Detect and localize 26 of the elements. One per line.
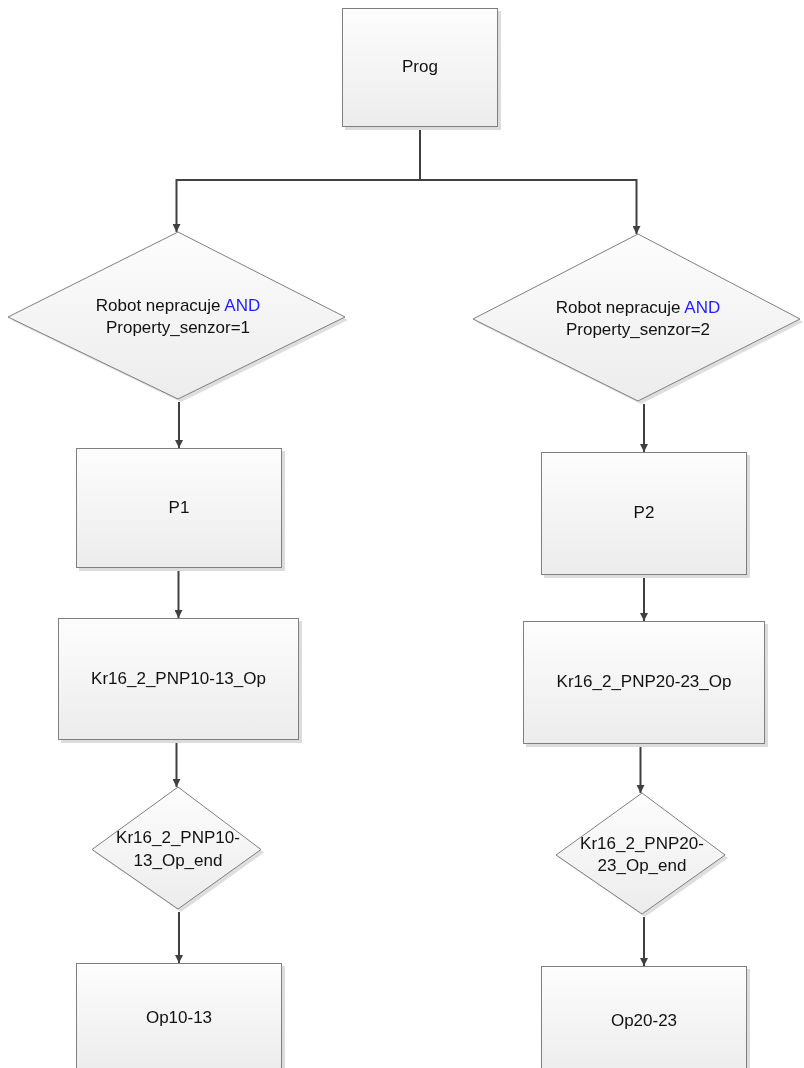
condition-text: Kr16_2_PNP10-13_Op_end	[115, 827, 241, 872]
arrow	[640, 916, 648, 967]
decision-diamond	[556, 793, 728, 917]
step-label: Op20-23	[610, 1009, 678, 1032]
process-box	[76, 448, 282, 568]
condition-text: Kr16_2_PNP20-23_Op_end	[579, 832, 705, 877]
arrow	[175, 401, 183, 449]
decision-diamond	[473, 234, 803, 404]
process-box	[58, 618, 299, 740]
arrow	[640, 403, 648, 453]
condition-text: Robot nepracuje AND Property_senzor=2	[554, 296, 722, 341]
step-label: Prog	[402, 56, 438, 79]
condition-text: Robot nepracuje AND Property_senzor=1	[94, 294, 262, 339]
decision-diamond	[8, 232, 348, 402]
decision-diamond	[92, 787, 264, 912]
step-label: Op10-13	[145, 1006, 213, 1029]
process-box	[523, 621, 765, 744]
process-box	[541, 966, 747, 1068]
step-label: Kr16_2_PNP20-23_Op	[556, 671, 732, 694]
step-label: Kr16_2_PNP10-13_Op	[91, 667, 266, 690]
process-box	[76, 963, 282, 1068]
process-box	[541, 452, 747, 575]
process-box	[342, 8, 498, 127]
step-label: P2	[633, 502, 655, 525]
arrow	[175, 911, 183, 964]
step-label: P1	[168, 496, 190, 519]
